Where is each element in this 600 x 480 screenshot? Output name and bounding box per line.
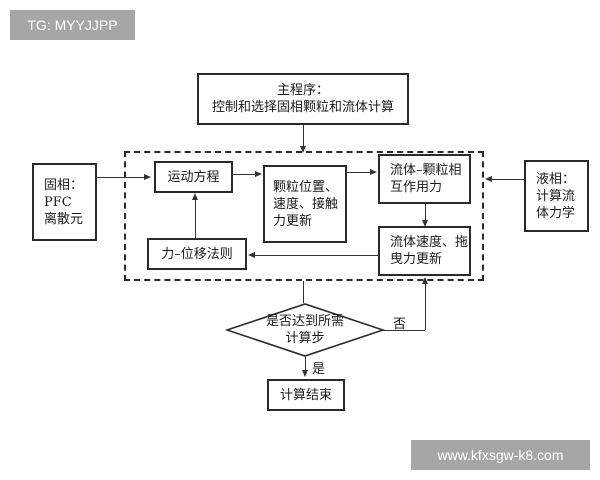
- arrow-right-icon: [255, 171, 262, 177]
- connector-update-to-interaction: [347, 172, 370, 173]
- arrow-down-icon: [302, 370, 308, 377]
- connector-liquid-to-loop: [492, 179, 524, 180]
- arrow-up-icon: [422, 277, 428, 284]
- arrow-down-icon: [300, 146, 306, 153]
- force-displacement-law-box: 力–位移法则: [147, 238, 247, 270]
- edge-label-no: 否: [393, 317, 407, 332]
- watermark-bottom-right: www.kfxsgw-k8.com: [411, 440, 590, 470]
- solid-phase-box: 固相： PFC 离散元: [32, 163, 97, 241]
- fluid-particle-interaction-box: 流体–颗粒相 互作用力: [378, 154, 471, 204]
- connector-force-law-to-motion: [195, 200, 196, 238]
- connector-motion-to-update: [233, 174, 255, 175]
- arrow-up-icon: [192, 193, 198, 200]
- connector-no-vertical: [425, 284, 426, 330]
- connector-main-down: [303, 125, 304, 147]
- liquid-phase-box: 液相： 计算流 体力学: [524, 160, 589, 232]
- watermark-top-left: TG: MYYJJPP: [10, 10, 135, 40]
- arrow-right-icon: [370, 169, 377, 175]
- connector-interaction-to-fluid-update: [425, 204, 426, 221]
- fluid-velocity-update-box: 流体速度、拖 曳力更新: [378, 226, 471, 276]
- particle-update-box: 颗粒位置、 速度、接触 力更新: [263, 165, 347, 243]
- motion-equation-box: 运动方程: [154, 161, 233, 193]
- main-program-box: 主程序： 控制和选择固相颗粒和流体计算: [197, 73, 409, 125]
- connector-fluid-update-to-force-law: [255, 255, 378, 256]
- arrow-down-icon: [422, 220, 428, 227]
- arrow-left-icon: [485, 176, 492, 182]
- connector-no-horizontal: [383, 330, 425, 331]
- coupling-loop-container: [124, 151, 484, 281]
- decision-label: 是否达到所需 计算步: [265, 314, 344, 346]
- arrow-left-icon: [248, 252, 255, 258]
- connector-loop-to-decision: [303, 281, 304, 303]
- arrow-right-icon: [144, 174, 151, 180]
- end-box: 计算结束: [267, 379, 345, 411]
- connector-solid-to-motion: [97, 177, 144, 178]
- edge-label-yes: 是: [312, 362, 326, 377]
- connector-yes-down: [305, 356, 306, 371]
